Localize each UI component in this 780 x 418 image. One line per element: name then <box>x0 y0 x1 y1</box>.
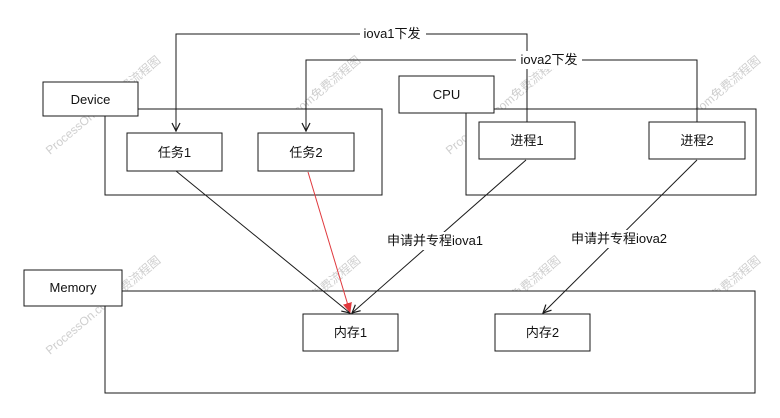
edge-label-apply-iova1: 申请并专程iova1 <box>387 233 483 248</box>
edge-task1-to-mem1 <box>175 170 350 313</box>
edge-label-bg-iova1 <box>360 25 426 43</box>
task2-label: 任务2 <box>289 145 322 160</box>
edge-iova2-dispatch <box>306 59 698 131</box>
edge-label-apply-iova2: 申请并专程iova2 <box>571 231 667 246</box>
edge-label-iova1-dispatch: iova1下发 <box>363 26 420 41</box>
memory-container <box>104 290 756 394</box>
edge-label-bg-apply-iova1 <box>384 232 486 250</box>
edge-label-bg-iova2 <box>516 51 582 69</box>
mem2-node[interactable]: 内存2 <box>494 313 591 352</box>
process1-node[interactable]: 进程1 <box>478 121 576 160</box>
edge-label-bg-apply-iova2 <box>568 230 670 248</box>
device-label: Device <box>71 92 111 107</box>
edge-label-iova2-dispatch: iova2下发 <box>520 52 577 67</box>
process2-node[interactable]: 进程2 <box>648 121 746 160</box>
mem1-label: 内存1 <box>334 325 367 340</box>
mem2-label: 内存2 <box>526 325 559 340</box>
device-label-box[interactable]: Device <box>42 81 139 117</box>
memory-label-box[interactable]: Memory <box>23 269 123 307</box>
process1-label: 进程1 <box>510 133 543 148</box>
edge-task2-to-mem1 <box>307 171 350 312</box>
mem1-node[interactable]: 内存1 <box>302 313 399 352</box>
memory-label: Memory <box>50 280 97 295</box>
edge-iova1-dispatch <box>176 33 528 131</box>
task1-label: 任务1 <box>158 145 191 160</box>
task1-node[interactable]: 任务1 <box>126 132 223 172</box>
cpu-label: CPU <box>433 87 460 102</box>
task2-node[interactable]: 任务2 <box>257 132 355 172</box>
cpu-label-box[interactable]: CPU <box>398 75 495 114</box>
process2-label: 进程2 <box>680 133 713 148</box>
